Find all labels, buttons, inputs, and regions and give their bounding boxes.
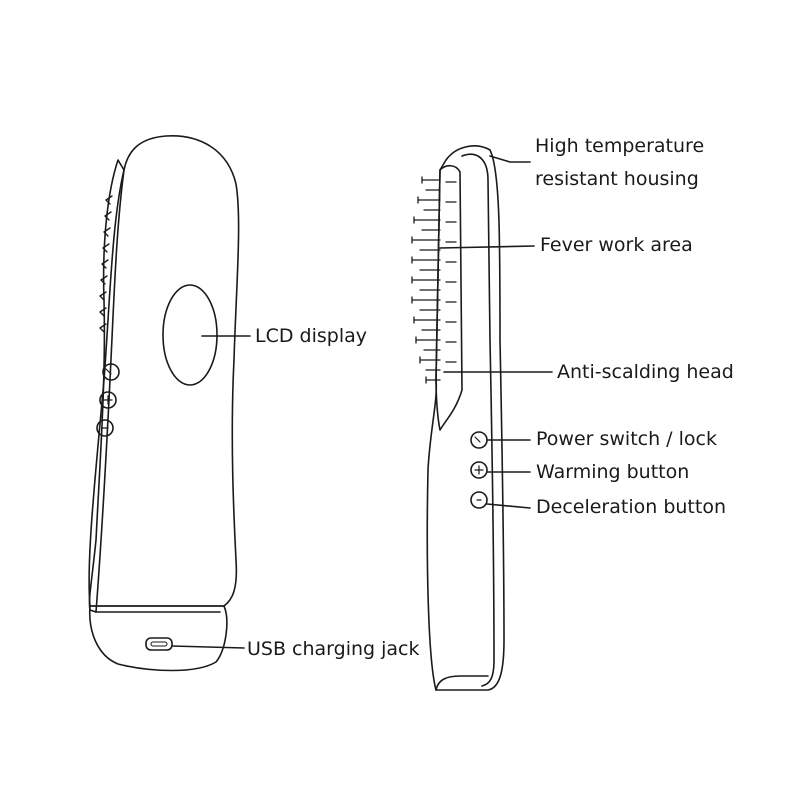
back-bristle-teeth — [99, 195, 113, 333]
back-bottom-cap — [88, 605, 228, 672]
side-housing-inner — [461, 153, 495, 687]
leader-usb — [171, 645, 245, 649]
label-usb-charging-jack: USB charging jack — [247, 638, 420, 660]
side-view-device — [411, 145, 505, 691]
label-deceleration-button: Deceleration button — [536, 496, 726, 518]
back-main-body — [88, 135, 240, 607]
usb-jack-port — [145, 637, 173, 651]
lcd-display-window — [162, 284, 218, 386]
back-minus-button — [96, 419, 114, 437]
side-power-button — [470, 431, 488, 449]
back-plus-button — [99, 391, 117, 409]
back-side-rail — [88, 159, 125, 613]
label-anti-scalding-head: Anti-scalding head — [557, 361, 734, 383]
label-fever-work-area: Fever work area — [540, 234, 693, 256]
label-housing-line2: resistant housing — [535, 168, 699, 190]
leader-fever — [439, 245, 535, 249]
label-warming-button: Warming button — [536, 461, 690, 483]
leader-housing — [489, 155, 531, 163]
label-lcd-display: LCD display — [255, 325, 367, 347]
label-power-switch-lock: Power switch / lock — [536, 428, 717, 450]
label-housing-line1: High temperature — [535, 135, 705, 157]
back-power-button — [102, 363, 120, 381]
side-bottom — [435, 675, 489, 691]
side-housing — [426, 145, 505, 691]
leader-deceleration — [486, 503, 531, 509]
back-view-device — [88, 135, 240, 672]
side-head-plate — [435, 164, 463, 431]
side-plus-button — [470, 461, 488, 479]
heating-bristles — [411, 176, 457, 384]
side-minus-button — [470, 491, 488, 509]
